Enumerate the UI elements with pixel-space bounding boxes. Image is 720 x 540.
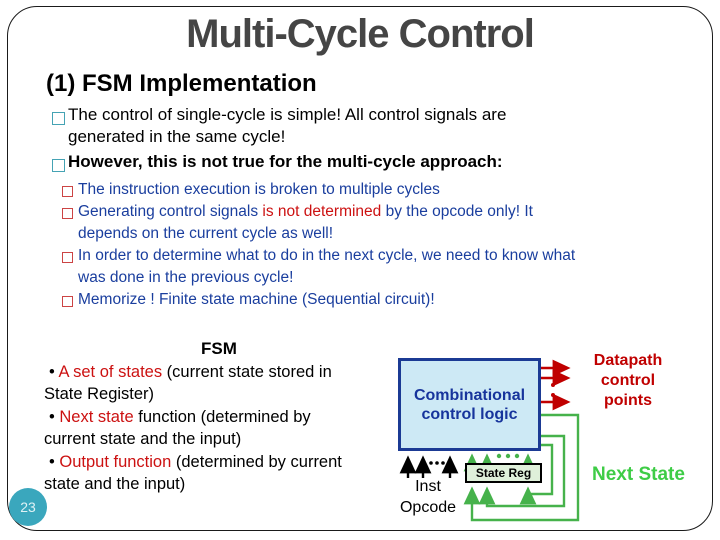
bullet-line: depends on the current cycle as well! <box>78 225 334 242</box>
inst-opcode-label: Inst Opcode <box>394 476 462 518</box>
next-state-feedback-loops <box>463 413 580 522</box>
text-segment: (determined by current <box>171 452 342 471</box>
datapath-control-points-label: Datapath control points <box>582 351 674 411</box>
label-line: Inst <box>415 478 441 495</box>
bullet-square-icon <box>62 296 73 307</box>
fsm-diagram-wires <box>399 359 580 522</box>
text-segment: (current state stored in <box>162 363 332 381</box>
fsm-line: • A set of states (current state stored … <box>44 361 342 383</box>
label-line: control <box>600 372 656 389</box>
state-register-box: State Reg <box>465 463 542 483</box>
bullet-line: generated in the same cycle! <box>68 127 286 146</box>
box-label-line: control logic <box>421 405 518 423</box>
opcode-input-arrows <box>399 455 459 478</box>
fsm-line: state and the input) <box>44 475 186 494</box>
bullet-square-icon <box>62 252 73 263</box>
datapath-ellipsis-dots <box>551 383 555 397</box>
bullet-square-icon <box>62 208 73 219</box>
datapath-arrows <box>541 359 571 411</box>
text-segment: by the opcode only! It <box>381 203 533 220</box>
section-heading: (1) FSM Implementation <box>46 70 317 97</box>
slide-title: Multi-Cycle Control <box>186 12 535 56</box>
text-segment-red: A set of states <box>58 363 163 381</box>
text-segment-red: Output function <box>59 452 172 471</box>
fsm-description: • A set of states (current state stored … <box>44 361 342 495</box>
text-segment: function (determined by <box>133 407 311 426</box>
text-segment: Generating control signals <box>78 203 263 220</box>
sub-bullet-item: In order to determine what to do in the … <box>78 245 575 289</box>
state-bits-ellipsis-dots <box>496 453 520 459</box>
sub-bullet-item: Memorize ! Finite state machine (Sequent… <box>78 289 435 311</box>
bullet-line: Memorize ! Finite state machine (Sequent… <box>78 291 435 308</box>
bullet-item: The control of single-cycle is simple! A… <box>68 104 506 148</box>
dot-bullet-icon: • <box>49 452 60 471</box>
dot-bullet-icon: • <box>49 363 59 381</box>
bullet-line: However, this is not true for the multi-… <box>68 152 503 171</box>
fsm-line: current state and the input) <box>44 430 242 449</box>
label-line: Datapath <box>593 352 663 369</box>
bullet-item: However, this is not true for the multi-… <box>68 151 503 173</box>
box-label-line: Combinational <box>413 386 526 404</box>
bullet-line: The control of single-cycle is simple! A… <box>68 105 507 124</box>
bullet-square-icon <box>52 159 65 172</box>
fsm-line: State Register) <box>44 385 155 404</box>
bullet-square-icon <box>62 186 73 197</box>
next-state-label: Next State <box>592 464 685 485</box>
page-number-badge: 23 <box>9 488 47 526</box>
fsm-line: • Output function (determined by current <box>44 451 342 473</box>
bullet-line: was done in the previous cycle! <box>78 269 294 286</box>
slide-border-frame <box>7 6 713 531</box>
fsm-line: • Next state function (determined by <box>44 406 342 428</box>
sub-bullet-item: The instruction execution is broken to m… <box>78 179 440 201</box>
bullet-line: The instruction execution is broken to m… <box>78 181 440 198</box>
label-line: points <box>604 392 652 409</box>
bullet-line: In order to determine what to do in the … <box>78 247 576 264</box>
bullet-square-icon <box>52 112 65 125</box>
fsm-title: FSM <box>201 339 237 358</box>
bullet-line: Generating control signals is not determ… <box>78 201 533 223</box>
opcode-ellipsis-dots <box>429 461 445 465</box>
combinational-logic-box: Combinational control logic <box>398 358 541 451</box>
label-line: Opcode <box>399 499 457 516</box>
text-segment-red: Next state <box>59 407 134 426</box>
sub-bullet-item: Generating control signals is not determ… <box>78 201 533 245</box>
dot-bullet-icon: • <box>49 407 60 426</box>
text-segment-red: is not determined <box>262 203 382 220</box>
